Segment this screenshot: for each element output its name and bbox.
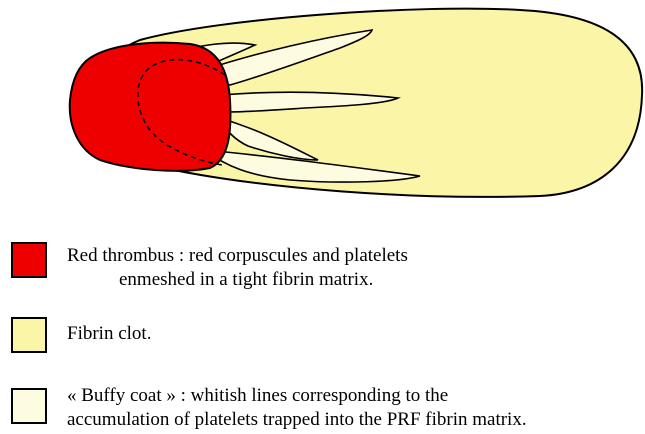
fibrin-clot-swatch <box>11 317 47 353</box>
legend-text-line: Fibrin clot. <box>67 322 151 346</box>
legend-text-line: enmeshed in a tight fibrin matrix. <box>67 268 408 292</box>
red-thrombus-shape <box>70 43 231 171</box>
legend-text-line: « Buffy coat » : whitish lines correspon… <box>67 384 527 408</box>
legend-label-red-thrombus: Red thrombus : red corpuscules and plate… <box>67 244 408 292</box>
prf-clot-diagram <box>0 0 645 210</box>
red-thrombus-swatch <box>11 242 47 278</box>
legend-text-line: accumulation of platelets trapped into t… <box>67 408 527 432</box>
buffy-coat-swatch <box>11 388 47 424</box>
legend-text-line: Red thrombus : red corpuscules and plate… <box>67 244 408 268</box>
legend-label-buffy-coat: « Buffy coat » : whitish lines correspon… <box>67 384 527 432</box>
legend-label-fibrin-clot: Fibrin clot. <box>67 322 151 346</box>
